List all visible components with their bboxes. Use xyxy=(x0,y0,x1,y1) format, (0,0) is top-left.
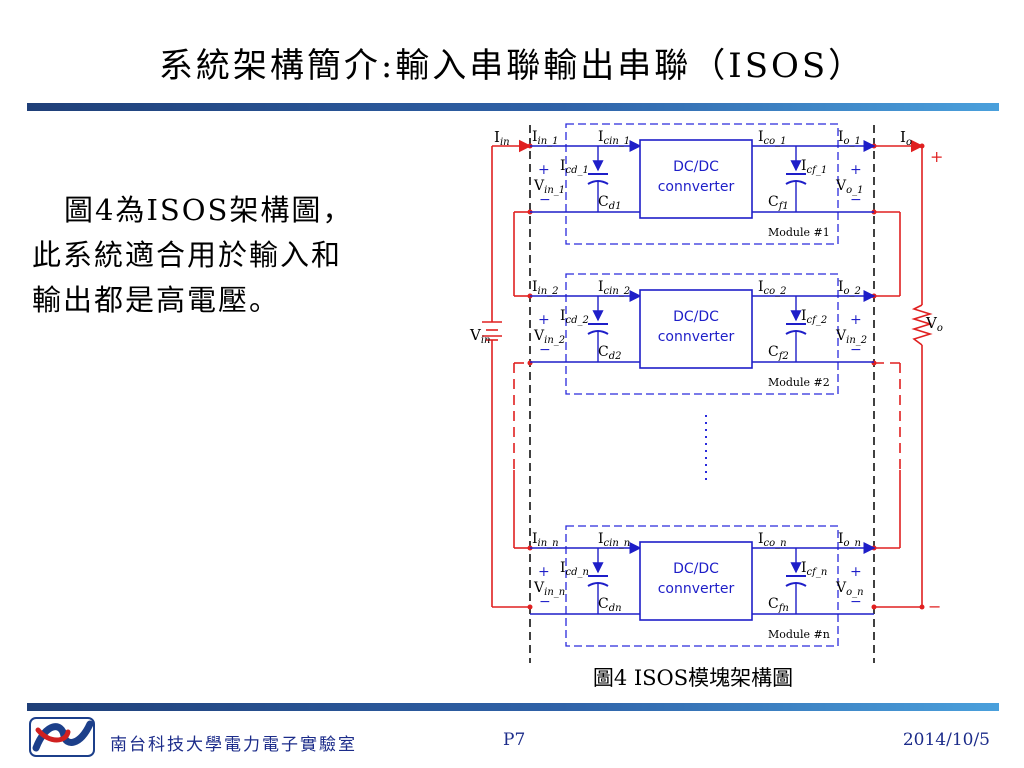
module-input-current-label: Iin_1 xyxy=(532,129,559,147)
input-capacitor-label: Cd1 xyxy=(598,194,621,212)
input-source-symbol xyxy=(482,321,502,341)
input-capacitor-label: Cd2 xyxy=(598,344,621,362)
dashed-continuation xyxy=(513,362,901,470)
footer-page-number: P7 xyxy=(503,730,526,750)
module-converter-output-current-label: Ico_n xyxy=(758,531,787,549)
output-capacitor-label: Cf2 xyxy=(768,344,789,362)
input-capacitor-current-label: Icd_2 xyxy=(560,308,589,326)
module-output-minus: − xyxy=(850,192,862,208)
module-input-current-label: Iin_2 xyxy=(532,279,559,297)
module-converter-input-current-label: Icin_n xyxy=(598,531,630,549)
input-capacitor-label: Cdn xyxy=(598,596,622,614)
output-plus-sign: + xyxy=(930,147,943,166)
main-input-current-label: Iin xyxy=(494,128,510,148)
module-output-current-label: Io_n xyxy=(838,531,861,549)
output-minus-sign: − xyxy=(928,597,941,616)
module-label: Module #1 xyxy=(768,226,830,239)
dc-dc-converter-box xyxy=(639,289,753,369)
module-boundary xyxy=(565,273,839,395)
title-divider xyxy=(27,103,999,111)
module-output-plus: + xyxy=(850,564,862,580)
output-capacitor-current-label: Icf_1 xyxy=(801,158,827,176)
description-line-2: 此系統適合用於輸入和 xyxy=(32,238,343,272)
series-wiring xyxy=(491,139,924,608)
module-output-minus: − xyxy=(850,594,862,610)
module-converter-output-current-label: Ico_1 xyxy=(758,129,787,147)
converter-label-1: DC/DC xyxy=(673,561,719,577)
footer-date: 2014/10/5 xyxy=(902,730,990,750)
slide-title: 系統架構簡介:輸入串聯輸出串聯（ISOS） xyxy=(158,46,866,86)
converter-label-1: DC/DC xyxy=(673,309,719,325)
description-text: 圖4為ISOS架構圖， 此系統適合用於輸入和 輸出都是高電壓。 xyxy=(32,188,452,323)
load-resistor-symbol xyxy=(911,304,933,346)
module-input-plus: + xyxy=(538,564,550,580)
module-output-current-label: Io_1 xyxy=(838,129,861,147)
module-output-plus: + xyxy=(850,162,862,178)
output-capacitor-label: Cf1 xyxy=(768,194,789,212)
module-output-minus: − xyxy=(850,342,862,358)
dc-dc-converter-box xyxy=(639,541,753,621)
description-line-3: 輸出都是高電壓。 xyxy=(32,283,281,317)
output-capacitor-current-label: Icf_2 xyxy=(801,308,827,326)
input-capacitor-current-label: Icd_n xyxy=(560,560,589,578)
module-converter-output-current-label: Ico_2 xyxy=(758,279,787,297)
module-input-plus: + xyxy=(538,312,550,328)
main-output-voltage-label: Vo xyxy=(925,314,943,334)
module-converter-input-current-label: Icin_2 xyxy=(598,279,630,297)
module-label: Module #2 xyxy=(768,376,830,389)
output-capacitor-label: Cfn xyxy=(768,596,789,614)
reference-dashed-lines xyxy=(529,125,875,663)
university-logo-icon xyxy=(29,717,95,757)
module-input-plus: + xyxy=(538,162,550,178)
dc-dc-converter-box xyxy=(639,139,753,219)
converter-label-2: connverter xyxy=(658,329,735,345)
converter-label-2: connverter xyxy=(658,581,735,597)
footer-organization: 南台科技大學電力電子實驗室 xyxy=(110,735,357,755)
output-capacitor-current-label: Icf_n xyxy=(801,560,827,578)
main-input-voltage-label: Vin xyxy=(469,326,490,346)
module-boundary xyxy=(565,123,839,245)
figure-caption: 圖4 ISOS模塊架構圖 xyxy=(592,666,794,690)
module-output-current-label: Io_2 xyxy=(838,279,861,297)
module-label: Module #n xyxy=(768,628,830,641)
module-input-minus: − xyxy=(539,594,551,610)
module-input-minus: − xyxy=(539,192,551,208)
module-output-plus: + xyxy=(850,312,862,328)
converter-label-1: DC/DC xyxy=(673,159,719,175)
module-input-current-label: Iin_n xyxy=(532,531,559,549)
module-input-minus: − xyxy=(539,342,551,358)
footer-divider xyxy=(27,703,999,711)
main-output-current-label: Io xyxy=(900,128,912,148)
description-line-1: 圖4為ISOS架構圖， xyxy=(64,193,354,227)
input-capacitor-current-label: Icd_1 xyxy=(560,158,589,176)
module-boundary xyxy=(565,525,839,647)
converter-label-2: connverter xyxy=(658,179,735,195)
module-converter-input-current-label: Icin_1 xyxy=(598,129,630,147)
